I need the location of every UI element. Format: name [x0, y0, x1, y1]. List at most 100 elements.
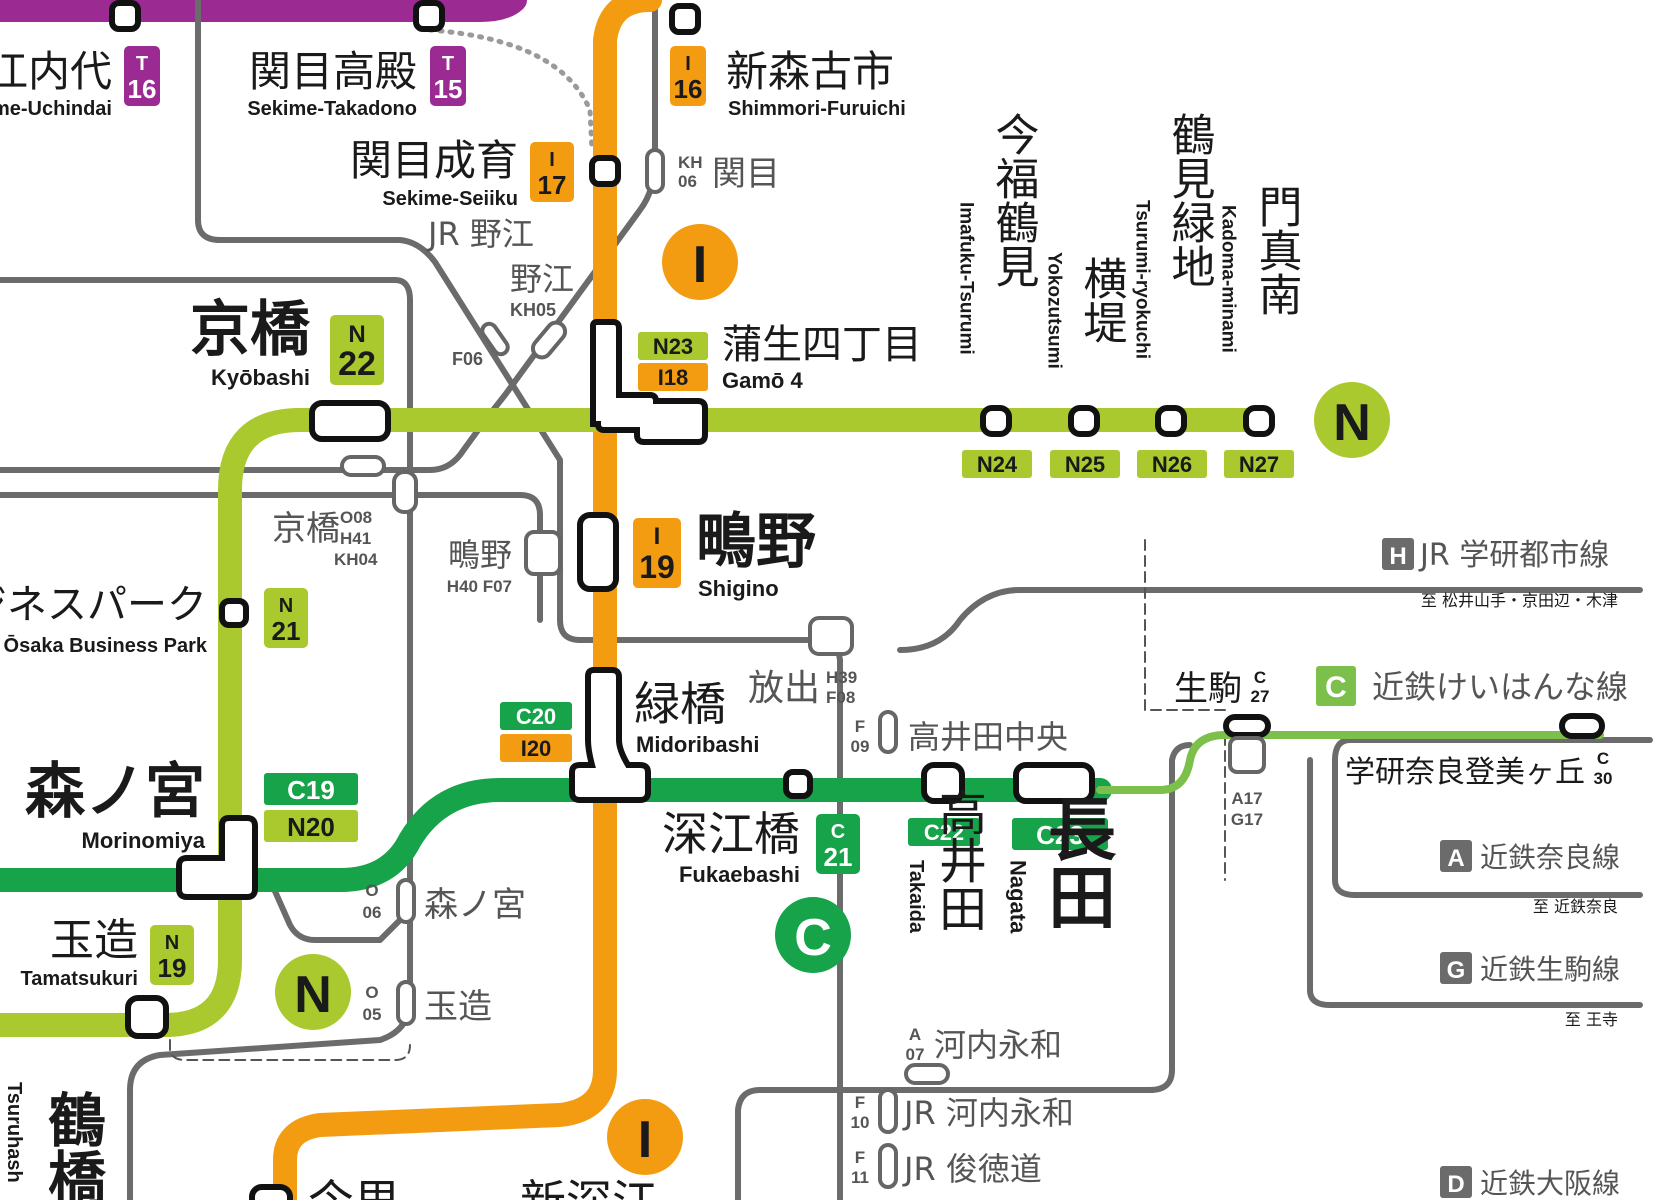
- station-marker-unnamed-chuo[interactable]: [783, 769, 813, 799]
- station-name-ja: 学研奈良登美ヶ丘: [1345, 755, 1585, 790]
- station-tsurumiryokuchi[interactable]: 鶴見緑地 Tsurumi-ryokuchi N26: [1132, 112, 1215, 478]
- station-code-badge: [633, 518, 681, 588]
- station-marker-tamatsukuri[interactable]: [125, 995, 169, 1039]
- station-morinomiya-jr[interactable]: O 06 森ノ宮: [363, 881, 526, 925]
- station-midoribashi[interactable]: 緑橋 Midoribashi C20 I20: [500, 677, 759, 762]
- station-name-ja: 京橋: [272, 509, 340, 549]
- station-shinfukae[interactable]: 新深江: [520, 1175, 658, 1200]
- connecting-line-jr-gakkentoshi[interactable]: H JR 学研都市線 至 松井山手・京田辺・木津: [1382, 538, 1618, 610]
- line-mark-i-label: I: [638, 1111, 652, 1169]
- station-marker-imafuku[interactable]: [980, 405, 1012, 437]
- station-code: N26: [1152, 452, 1192, 477]
- station-name-ja: 京橋: [190, 295, 311, 365]
- station-imafuku[interactable]: 今福鶴見 Imafuku-Tsurumi N24: [956, 112, 1040, 478]
- station-jr-shuntokumichi[interactable]: F 11 JR 俊徳道: [851, 1148, 1042, 1188]
- station-marker-obp[interactable]: [219, 598, 249, 628]
- station-marker-ikoma[interactable]: [1223, 714, 1271, 738]
- station-jr-noe[interactable]: JR 野江: [426, 215, 534, 253]
- station-marker-nagata[interactable]: [1013, 762, 1095, 804]
- station-a17-g17[interactable]: A17 G17: [1231, 789, 1263, 829]
- station-kyobashi-jr[interactable]: 京橋 O08 H41 KH04: [272, 508, 378, 569]
- station-marker-shigino[interactable]: [577, 512, 619, 592]
- station-obp[interactable]: 阪ビジネスパーク Ōsaka Business Park N 21: [0, 582, 308, 657]
- station-marker-sekime[interactable]: [645, 148, 665, 194]
- station-code-line: C: [831, 821, 845, 843]
- station-code-line: O: [365, 881, 378, 900]
- station-hanaten[interactable]: 放出 H39 F08: [748, 668, 857, 709]
- station-codes: H40 F07: [447, 577, 512, 596]
- station-shigino-jr[interactable]: 鴫野 H40 F07: [447, 536, 512, 596]
- station-code-line: N: [348, 321, 365, 348]
- connecting-line-kintetsu-nara[interactable]: A 近鉄奈良線 至 近鉄奈良: [1440, 840, 1620, 916]
- station-marker-morinomiya-jr[interactable]: [396, 878, 416, 924]
- station-name-ja: JR 俊徳道: [902, 1150, 1042, 1188]
- station-code-number: 05: [363, 1005, 382, 1024]
- station-marker-shigino-jr[interactable]: [524, 530, 562, 576]
- station-gakkennara[interactable]: 学研奈良登美ヶ丘 C 30: [1345, 749, 1612, 790]
- station-marker-noe[interactable]: [529, 319, 569, 361]
- station-sekime-keihan[interactable]: KH 06 関目: [678, 153, 780, 194]
- station-fukaebashi[interactable]: 深江橋 Fukaebashi C 21: [662, 807, 860, 887]
- station-jr-kawachieiwa[interactable]: F 10 JR 河内永和: [851, 1093, 1074, 1132]
- station-noe[interactable]: 野江 KH05: [510, 260, 574, 320]
- station-marker-jr-noe[interactable]: [480, 321, 511, 357]
- station-marker-morinomiya[interactable]: [176, 815, 258, 900]
- station-gamo[interactable]: N23 I18 蒲生四丁目 Gamō 4: [638, 322, 922, 393]
- station-marker-tsurumiryokuchi[interactable]: [1155, 405, 1187, 437]
- station-imazato[interactable]: 今里: [308, 1175, 400, 1200]
- station-code: N25: [1065, 452, 1105, 477]
- station-name-ja: 野江: [510, 260, 574, 298]
- station-takaidachuo[interactable]: F 09 高井田中央: [851, 717, 1068, 756]
- station-marker-a17[interactable]: [1228, 736, 1266, 774]
- station-morinomiya[interactable]: 森ノ宮 Morinomiya C19 N20: [25, 757, 358, 853]
- station-shigino[interactable]: I 19 鴫野 Shigino: [633, 507, 816, 601]
- station-name-ja: 新深江: [520, 1175, 658, 1200]
- station-kadomaminami[interactable]: 門真南 Kadoma-minami N27: [1218, 184, 1302, 478]
- station-marker-jr-shuntokumichi[interactable]: [878, 1143, 898, 1189]
- station-kawachieiwa[interactable]: A 07 河内永和: [906, 1025, 1062, 1064]
- connecting-line-keihanna[interactable]: C 近鉄けいはんな線: [1316, 666, 1628, 706]
- station-marker-midoribashi[interactable]: [569, 667, 651, 803]
- station-marker-seiiku[interactable]: [589, 155, 621, 187]
- line-keihanna[interactable]: [1096, 731, 1604, 794]
- station-seiiku[interactable]: 関目成育 Sekime-Seiiku I 17: [350, 136, 574, 210]
- station-uchindai[interactable]: 江内代 Sekime-Uchindai T 16: [0, 46, 160, 120]
- line-nagahori[interactable]: [0, 408, 1272, 1037]
- station-nagata[interactable]: C23 長田 Nagata: [1006, 794, 1115, 934]
- station-marker-takaidachuo[interactable]: [878, 710, 898, 754]
- station-marker-takadono[interactable]: [413, 0, 445, 32]
- station-tamatsukuri-jr[interactable]: O 05 玉造: [363, 983, 492, 1027]
- station-marker-gamo[interactable]: [590, 319, 708, 445]
- station-yokozutsumi[interactable]: 横堤 Yokozutsumi N25: [1044, 252, 1127, 478]
- line-chuo[interactable]: [0, 778, 1112, 892]
- station-shimmori[interactable]: I 16 新森古市 Shimmori-Furuichi: [670, 46, 906, 120]
- station-marker-yokozutsumi[interactable]: [1068, 405, 1100, 437]
- station-marker-gakkennara[interactable]: [1559, 713, 1605, 739]
- station-tamatsukuri[interactable]: 玉造 Tamatsukuri N 19: [21, 915, 194, 990]
- station-marker-kyobashi-jr[interactable]: [392, 470, 418, 514]
- station-code-line: I: [549, 149, 555, 171]
- station-marker-tamatsukuri-jr[interactable]: [396, 980, 416, 1026]
- station-kyobashi[interactable]: 京橋 Kyōbashi N 22: [190, 295, 384, 390]
- station-marker-uchindai[interactable]: [109, 0, 141, 32]
- station-marker-kyobashi[interactable]: [309, 400, 391, 442]
- station-tsuruhashi[interactable]: 鶴橋 Tsuruhash: [3, 1082, 106, 1200]
- station-marker-takaida[interactable]: [921, 762, 965, 804]
- station-marker-hanaten[interactable]: [808, 616, 854, 656]
- station-marker-imazato[interactable]: [249, 1184, 293, 1200]
- station-takadono[interactable]: 関目高殿 Sekime-Takadono T 15: [247, 46, 466, 120]
- connecting-line-kintetsu-ikoma[interactable]: G 近鉄生駒線 至 王寺: [1440, 952, 1620, 1029]
- station-name-ja: 関目成育: [350, 136, 518, 185]
- line-imazatosuji[interactable]: [273, 0, 662, 1200]
- line-mark-n-label: N: [1333, 394, 1371, 452]
- connecting-line-kintetsu-osaka[interactable]: D 近鉄大阪線: [1440, 1166, 1620, 1200]
- station-marker-kadomaminami[interactable]: [1243, 405, 1275, 437]
- line-tanimachi[interactable]: [0, 0, 527, 22]
- station-marker-shimmori[interactable]: [669, 3, 701, 35]
- station-ikoma[interactable]: 生駒 C 27: [1174, 668, 1269, 709]
- station-marker-jr-kawachieiwa[interactable]: [878, 1088, 898, 1134]
- station-marker-kawachieiwa[interactable]: [904, 1063, 950, 1085]
- station-takaida[interactable]: C22 高井田 Takaida: [905, 788, 986, 934]
- station-marker-kyobashi-keihan[interactable]: [340, 455, 386, 477]
